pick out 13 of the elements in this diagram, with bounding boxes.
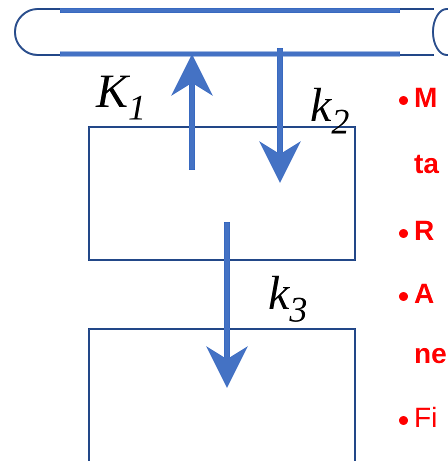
bullet-text: Fi — [414, 404, 438, 432]
rate-constant-label: k$_{3}$ — [268, 270, 308, 328]
vessel-tube — [14, 8, 448, 56]
rate-constant-label: K$_{1}$ — [96, 68, 146, 126]
arrow — [259, 48, 301, 183]
bullet-text: R — [414, 217, 434, 245]
bullet-text: A — [414, 280, 434, 308]
bullet-text: ne — [414, 340, 447, 368]
arrow — [206, 222, 248, 388]
bullet-text: M — [414, 84, 438, 112]
arrow — [171, 54, 213, 170]
bullet-text: ta — [414, 150, 439, 178]
compartment-box — [88, 328, 356, 461]
